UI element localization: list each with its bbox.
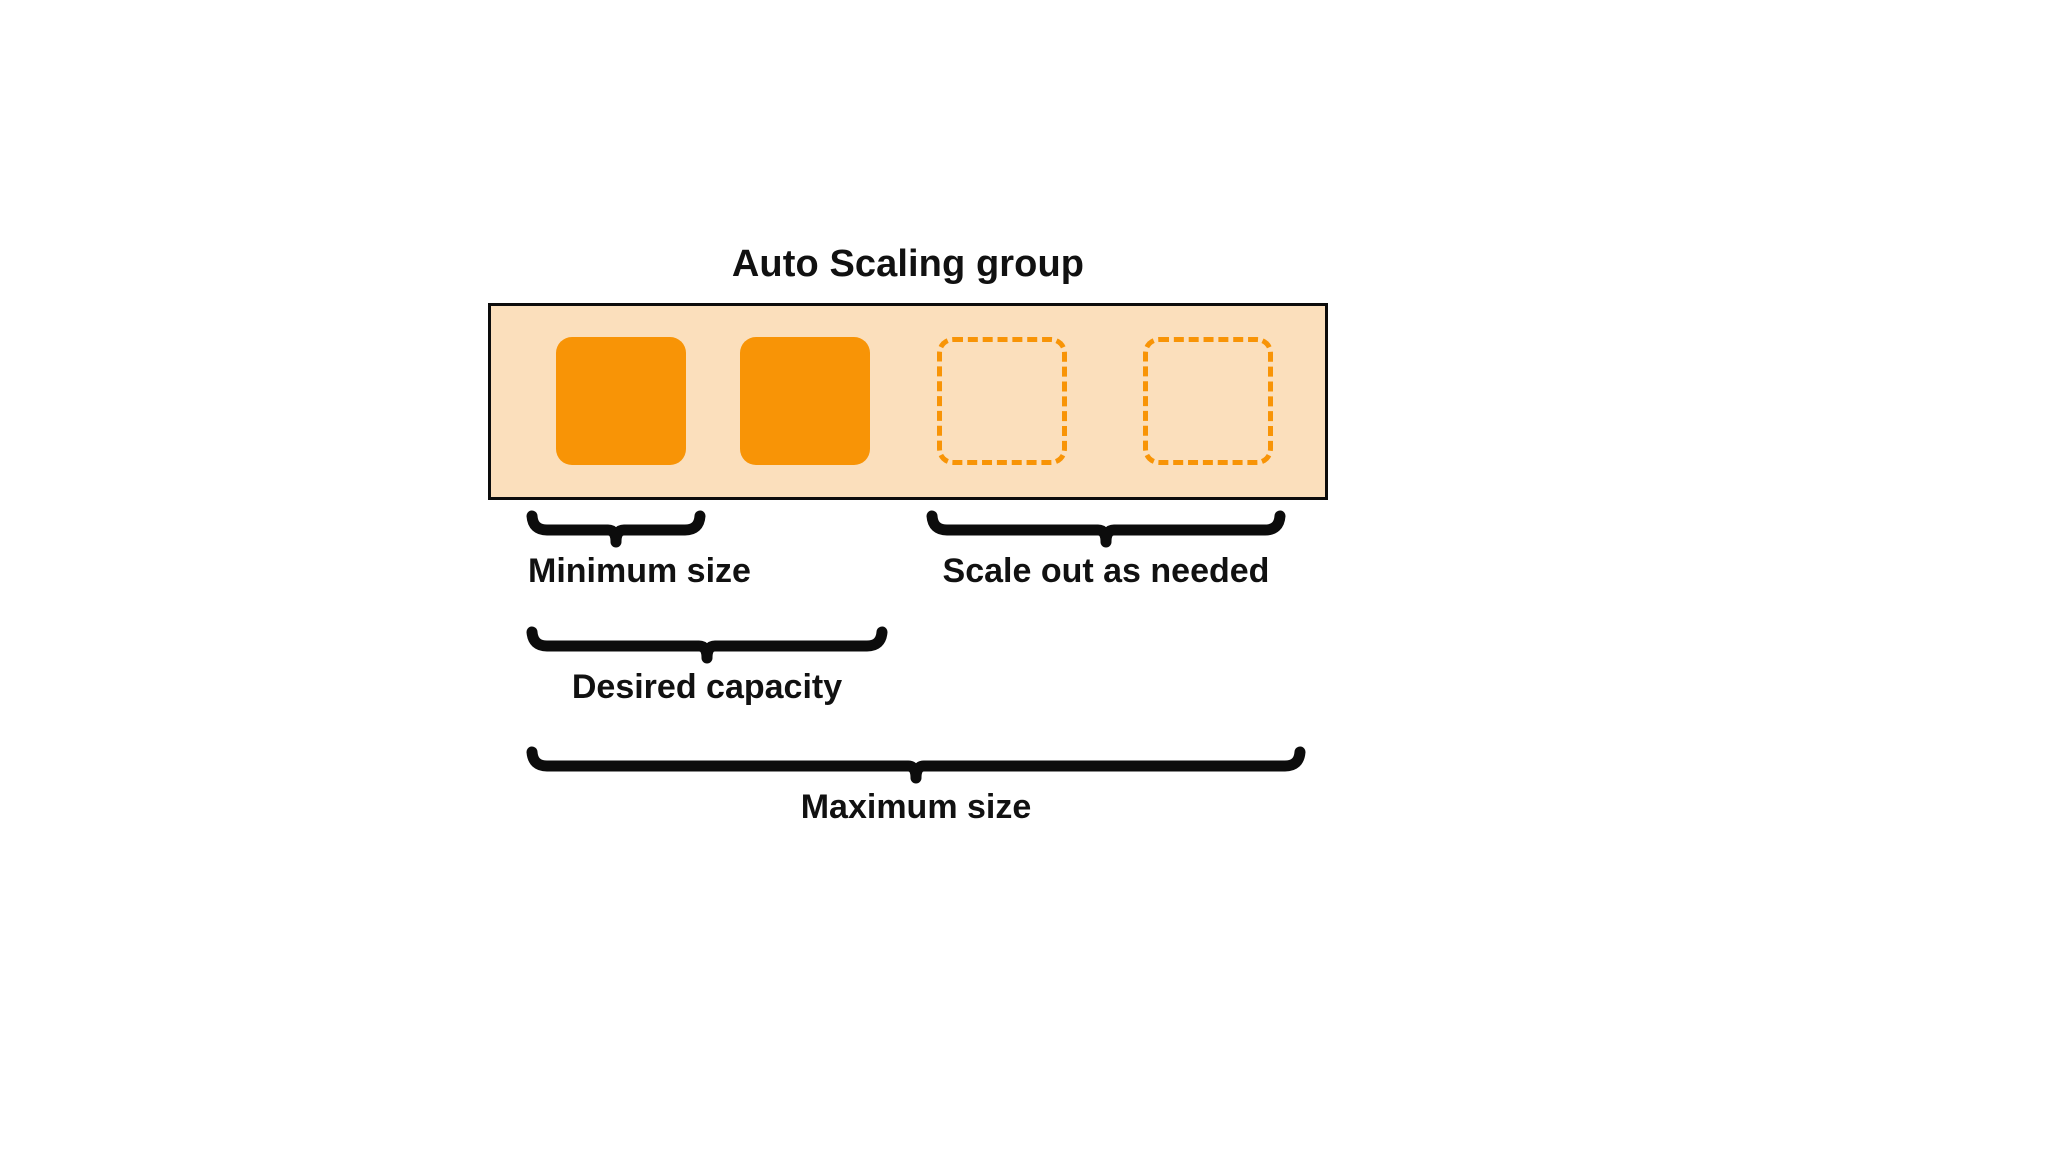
instance-box-running-1 <box>556 337 686 465</box>
brace-icon-desired-capacity <box>526 626 888 664</box>
annotation-scale-out: Scale out as needed <box>926 510 1286 590</box>
annotation-desired-capacity: Desired capacity <box>526 626 888 706</box>
annotation-label-minimum-size: Minimum size <box>528 552 751 590</box>
brace-icon-minimum-size <box>526 510 706 548</box>
instance-box-potential-2 <box>1143 337 1273 465</box>
annotation-label-scale-out: Scale out as needed <box>942 552 1270 590</box>
page-title: Auto Scaling group <box>731 243 1085 285</box>
instance-box-running-2 <box>740 337 870 465</box>
brace-icon-scale-out <box>926 510 1286 548</box>
annotation-label-maximum-size: Maximum size <box>800 788 1032 826</box>
annotation-label-desired-capacity: Desired capacity <box>571 668 843 706</box>
annotation-minimum-size: Minimum size <box>526 510 751 590</box>
instance-box-potential-1 <box>937 337 1067 465</box>
brace-icon-maximum-size <box>526 746 1306 784</box>
annotation-maximum-size: Maximum size <box>526 746 1306 826</box>
